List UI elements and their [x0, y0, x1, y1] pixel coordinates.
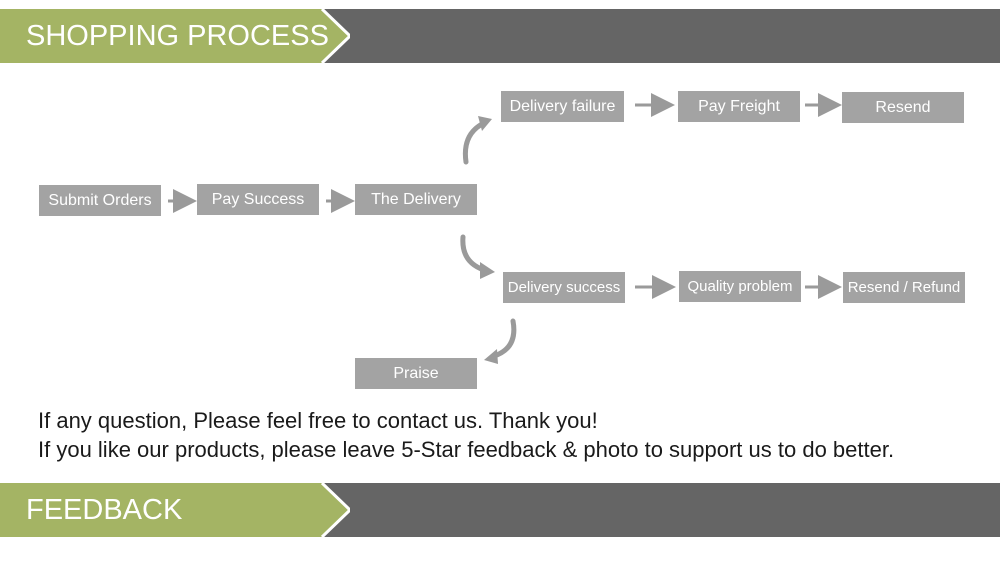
feedback-banner: FEEDBACK [0, 483, 1000, 537]
banner-green-chevron [0, 483, 350, 537]
delivery-success-box: Delivery success [503, 272, 625, 303]
submit-orders-box: Submit Orders [39, 185, 161, 216]
shopping-process-banner: SHOPPING PROCESS [0, 9, 1000, 63]
resend-refund-box: Resend / Refund [843, 272, 965, 303]
shopping-process-title: SHOPPING PROCESS [26, 20, 329, 52]
resend-box: Resend [842, 92, 964, 123]
the-delivery-box: The Delivery [355, 184, 477, 215]
delivery-failure-box: Delivery failure [501, 91, 624, 122]
pay-freight-box: Pay Freight [678, 91, 800, 122]
feedback-message: If you like our products, please leave 5… [38, 437, 895, 462]
feedback-title: FEEDBACK [26, 494, 183, 526]
praise-box: Praise [355, 358, 477, 389]
pay-success-box: Pay Success [197, 184, 319, 215]
banner-green-chevron [0, 9, 350, 63]
contact-message: If any question, Please feel free to con… [38, 408, 598, 433]
curved-arrow-up [462, 116, 492, 165]
quality-problem-box: Quality problem [679, 271, 801, 302]
curved-arrow-to-praise [484, 318, 517, 364]
curved-arrow-down [460, 234, 495, 279]
